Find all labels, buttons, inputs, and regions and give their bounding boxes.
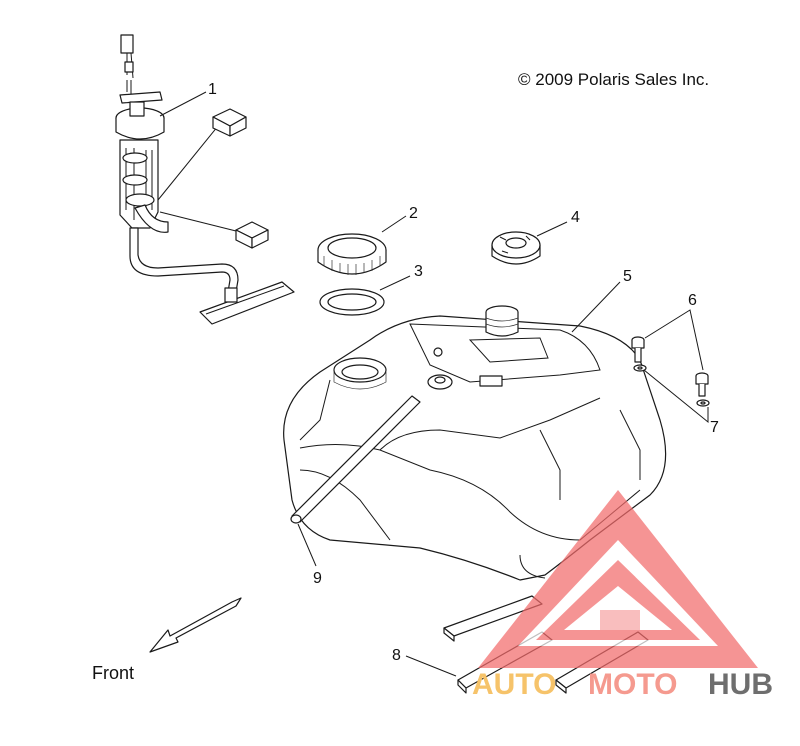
gasket: [319, 288, 385, 316]
fuel-cap: [491, 231, 541, 265]
callout-4: 4: [571, 209, 580, 226]
watermark-text: AUTO MOTO HUB: [472, 668, 773, 701]
front-label: Front: [92, 663, 134, 683]
bolts: [631, 336, 709, 397]
fuel-pump-assembly: [115, 34, 295, 325]
svg-text:AUTO: AUTO: [472, 668, 556, 701]
callout-1: 1: [208, 81, 217, 98]
wire-connector-upper: [212, 108, 247, 137]
watermark-logo: [478, 490, 758, 668]
callout-5: 5: [623, 268, 632, 285]
lock-ring: [317, 233, 387, 275]
callout-8: 8: [392, 647, 401, 664]
svg-text:MOTO: MOTO: [588, 668, 677, 701]
callout-6: 6: [688, 292, 697, 309]
callout-9: 9: [313, 570, 322, 587]
wire-connector-lower: [235, 221, 269, 249]
callout-3: 3: [414, 263, 423, 280]
washers: [633, 364, 710, 407]
copyright-text: © 2009 Polaris Sales Inc.: [518, 70, 709, 89]
leader-lines: [159, 91, 709, 677]
front-arrow-icon: [149, 597, 242, 653]
vent-hose: [290, 395, 421, 524]
svg-text:HUB: HUB: [708, 668, 773, 701]
callout-2: 2: [409, 205, 418, 222]
callout-7: 7: [710, 419, 719, 436]
fuel-tank: [283, 305, 667, 581]
